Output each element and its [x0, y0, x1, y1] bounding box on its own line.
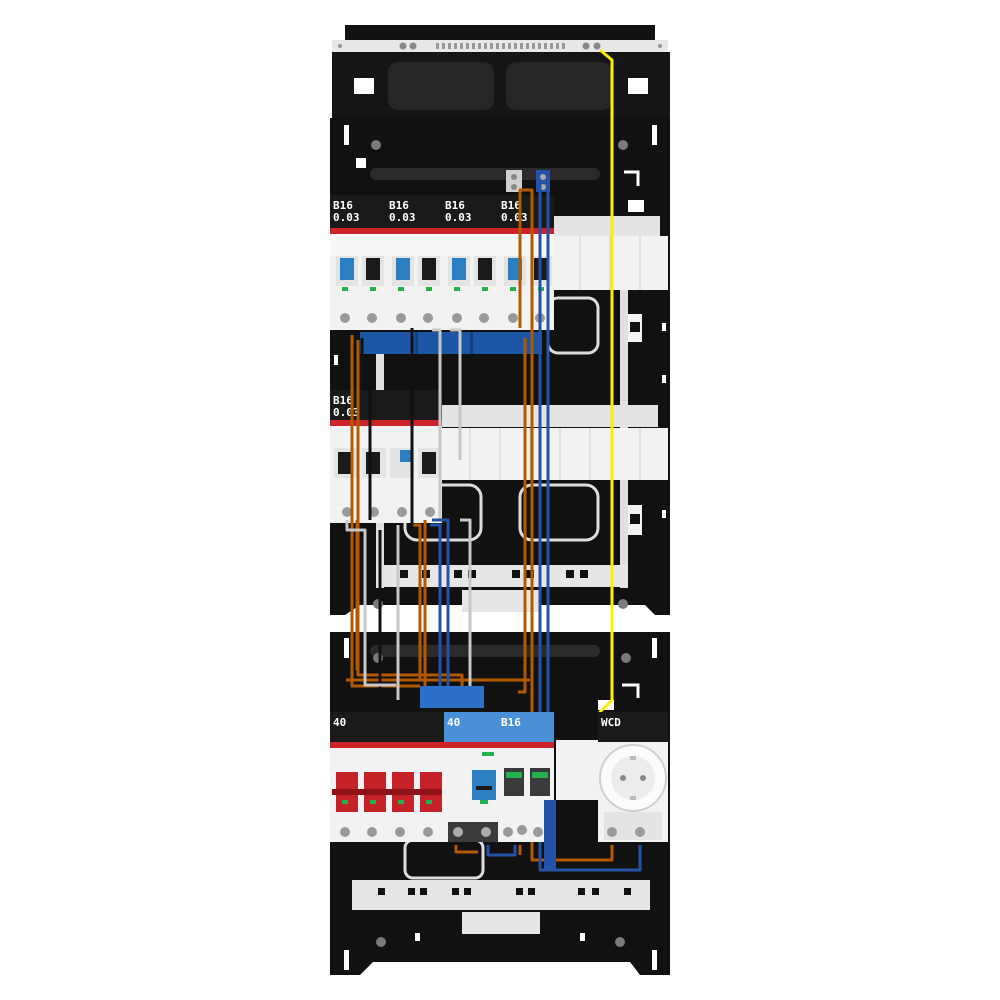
middle-breaker[interactable]: B16 0.03	[330, 390, 442, 523]
breaker-rating: B16	[333, 199, 353, 212]
wall-socket[interactable]: WCD	[598, 712, 668, 842]
rcd-rating: 40	[447, 716, 460, 729]
main-switch[interactable]: 40	[330, 712, 444, 842]
breaker-sensitivity: 0.03	[445, 211, 472, 224]
vent-slots	[436, 43, 565, 49]
breaker-rating: B16	[389, 199, 409, 212]
rcbo-2[interactable]: B16 0.03	[386, 195, 442, 323]
screw-icon	[399, 42, 407, 50]
breaker-rating: B16	[333, 394, 353, 407]
toggle-lever[interactable]	[396, 258, 410, 280]
screw-icon	[593, 42, 601, 50]
screw-icon	[618, 140, 628, 150]
rcd-lever[interactable]	[472, 770, 496, 800]
screw-icon	[615, 937, 625, 947]
din-rail-icon	[440, 405, 668, 480]
breaker-sensitivity: 0.03	[333, 211, 360, 224]
mcb-lever[interactable]	[506, 772, 522, 778]
socket-label: WCD	[601, 716, 621, 729]
main-switch-rating: 40	[333, 716, 346, 729]
rcbo-1[interactable]: B16 0.03	[330, 195, 386, 323]
busbar-icon	[360, 332, 542, 354]
toggle-lever[interactable]	[452, 258, 466, 280]
top-cap	[332, 25, 670, 118]
busbar-icon	[420, 686, 484, 708]
rcbo-3[interactable]: B16 0.03	[442, 195, 498, 323]
screw-icon	[376, 937, 386, 947]
top-breaker-row: B16 0.03 B16 0.03 B16 0.	[330, 195, 554, 354]
screw-icon	[582, 42, 590, 50]
din-rail-icon	[550, 216, 668, 290]
socket-icon	[599, 744, 667, 812]
neutral-rail	[544, 800, 556, 870]
breaker-sensitivity: 0.03	[389, 211, 416, 224]
screw-icon	[621, 653, 631, 663]
breaker-sensitivity: 0.03	[501, 211, 528, 224]
rcd[interactable]: 40	[444, 712, 498, 842]
screw-icon	[618, 599, 628, 609]
test-button[interactable]	[400, 450, 412, 462]
breaker-sensitivity: 0.03	[333, 406, 360, 419]
toggle-lever[interactable]	[340, 258, 354, 280]
breaker-rating: B16	[445, 199, 465, 212]
breaker-rating: B16	[501, 199, 521, 212]
screw-icon	[409, 42, 417, 50]
mcb-rating: B16	[501, 716, 521, 729]
screw-icon	[371, 140, 381, 150]
